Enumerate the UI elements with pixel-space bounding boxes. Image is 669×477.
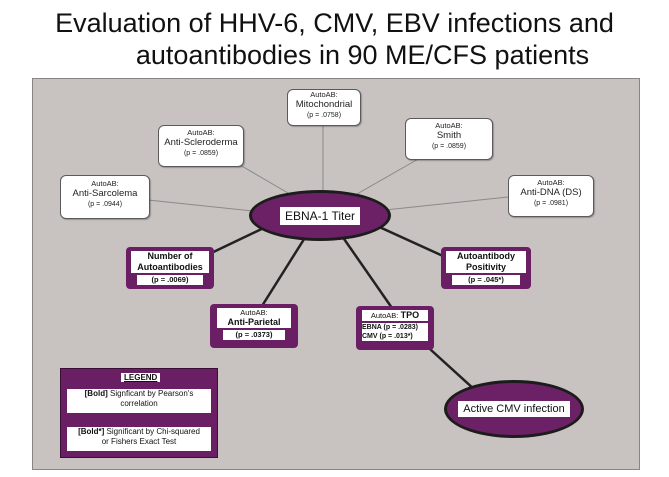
- anti-parietal-box: AutoAB: Anti-Parietal (p = .0373): [210, 304, 298, 348]
- autoab-scleroderma-box: AutoAB: Anti-Scleroderma (p = .0859): [158, 125, 244, 167]
- tpo-prefix: AutoAB:: [370, 311, 399, 320]
- autoab-pvalue: (p = .0944): [87, 201, 123, 208]
- ebna1-titer-label: EBNA-1 Titer: [279, 206, 361, 225]
- autoab-smith-box: AutoAB: Smith (p = .0859): [405, 118, 493, 160]
- parietal-pvalue: (p = .0373): [235, 330, 273, 339]
- number-of-autoantibodies-box: Number of Autoantibodies (p = .0069): [126, 247, 214, 289]
- title-line-2: autoantibodies in 90 ME/CFS patients: [135, 40, 590, 70]
- legend-star-text-2: or Fishers Exact Test: [101, 437, 177, 446]
- active-cmv-label: Active CMV infection: [458, 401, 570, 417]
- line-tpo: [340, 235, 394, 309]
- tpo-ebna-pvalue: EBNA (p = .0283): [362, 324, 418, 331]
- legend: LEGEND [Bold] Signficant by Pearson's co…: [60, 368, 218, 458]
- line-antidna: [384, 196, 509, 211]
- line-smith: [349, 157, 421, 199]
- parietal-prefix: AutoAB:: [240, 308, 268, 317]
- ebna1-titer-node: EBNA-1 Titer: [249, 190, 391, 241]
- autoab-prefix: AutoAB:: [435, 121, 463, 130]
- autoab-name: Mitochondrial: [295, 99, 353, 110]
- number-label-1: Number of: [147, 251, 193, 261]
- autoab-name: Anti-DNA (DS): [520, 187, 582, 198]
- tpo-cmv-pvalue: CMV (p = .013*): [362, 333, 413, 340]
- line-number: [204, 223, 271, 258]
- autoab-name: Anti-Scleroderma: [164, 137, 238, 148]
- tpo-label: TPO: [400, 310, 420, 320]
- legend-bold-text-1: Signficant by Pearson's: [109, 389, 194, 398]
- autoab-prefix: AutoAB:: [537, 178, 565, 187]
- autoab-mitochondrial-box: AutoAB: Mitochondrial (p = .0758): [287, 89, 361, 126]
- active-cmv-infection-node: Active CMV infection: [444, 380, 584, 438]
- legend-title: LEGEND: [121, 373, 161, 382]
- autoab-prefix: AutoAB:: [91, 179, 119, 188]
- autoab-name: Anti-Sarcolema: [72, 188, 138, 199]
- parietal-label: Anti-Parietal: [227, 317, 281, 327]
- title-line-1: Evaluation of HHV-6, CMV, EBV infections…: [55, 8, 614, 38]
- line-sarcolema: [147, 199, 263, 213]
- line-positivity: [374, 223, 444, 258]
- legend-bold-entry: [Bold] Signficant by Pearson's correlati…: [67, 389, 211, 413]
- legend-star-tag: [Bold*]: [78, 427, 105, 436]
- autoab-prefix: AutoAB:: [187, 128, 215, 137]
- autoab-pvalue: (p = .0859): [183, 150, 219, 157]
- legend-star-text-1: Significant by Chi-squared: [106, 427, 200, 436]
- legend-bold-tag: [Bold]: [84, 389, 108, 398]
- autoab-pvalue: (p = .0859): [431, 143, 467, 150]
- autoab-name: Smith: [436, 130, 462, 141]
- legend-bold-text-2: correlation: [120, 399, 158, 408]
- autoab-prefix: AutoAB:: [310, 90, 338, 99]
- autoantibody-positivity-box: Autoantibody Positivity (p = .045*): [441, 247, 531, 289]
- positivity-pvalue: (p = .045*): [468, 275, 504, 284]
- line-parietal: [260, 235, 308, 307]
- autoab-sarcolema-box: AutoAB: Anti-Sarcolema (p = .0944): [60, 175, 150, 219]
- number-pvalue: (p = .0069): [151, 275, 189, 284]
- positivity-label-1: Autoantibody: [457, 251, 515, 261]
- autoab-antidna-box: AutoAB: Anti-DNA (DS) (p = .0981): [508, 175, 594, 217]
- tpo-box: AutoAB: TPO EBNA (p = .0283) CMV (p = .0…: [356, 306, 434, 350]
- legend-star-entry: [Bold*] Significant by Chi-squared or Fi…: [67, 427, 211, 451]
- number-label-2: Autoantibodies: [137, 262, 203, 272]
- positivity-label-2: Positivity: [465, 262, 506, 272]
- autoab-pvalue: (p = .0758): [306, 112, 342, 119]
- autoab-pvalue: (p = .0981): [533, 200, 569, 207]
